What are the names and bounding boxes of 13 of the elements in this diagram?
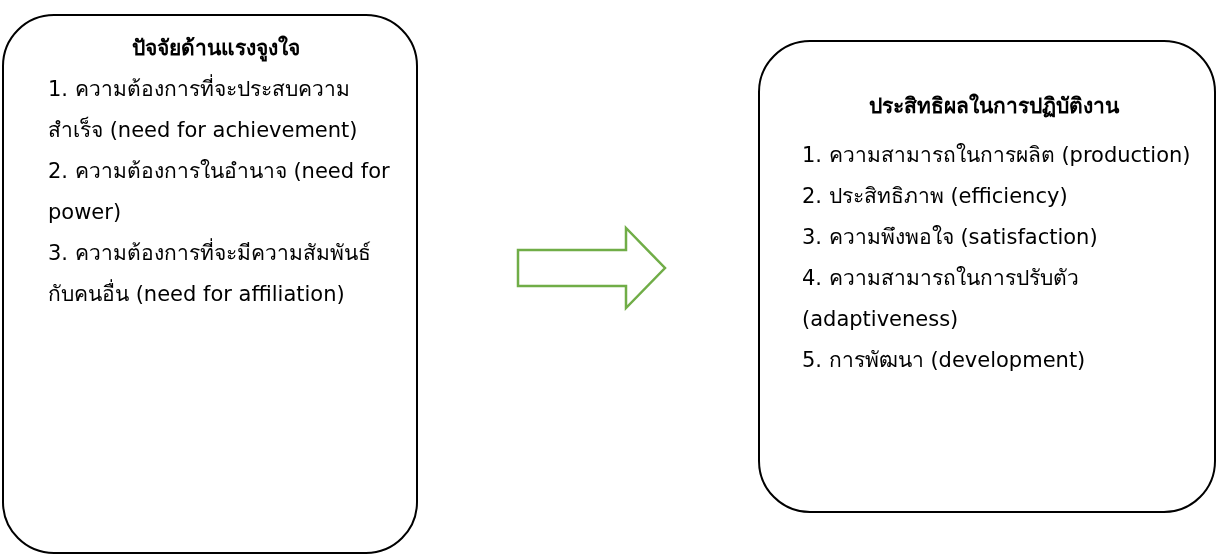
list-item: 4. ความสามารถในการปรับตัว (adaptiveness) [802, 265, 1080, 333]
list-item: 3. ความต้องการที่จะมีความสัมพันธ์กับคนอื่น (need for affiliation) [48, 233, 396, 315]
list-item: 5. การพัฒนา (development) [802, 347, 1087, 374]
rounded-box [2, 14, 418, 554]
rounded-box [758, 40, 1216, 513]
list-item: 1. ความสามารถในการผลิต (production) [802, 142, 1192, 169]
block-arrow [516, 224, 667, 312]
box-heading: ประสิทธิผลในการปฏิบัติงาน [868, 92, 1121, 120]
list-item: 2. ประสิทธิภาพ (efficiency) [802, 183, 1069, 210]
list-item: 2. ความต้องการในอำนาจ (need for power) [48, 158, 391, 226]
box-heading: ปัจจัยด้านแรงจูงใจ [131, 34, 301, 64]
list-item: 3. ความพึงพอใจ (satisfaction) [802, 224, 1099, 251]
list-item: 1. ความต้องการที่จะประสบความสำเร็จ (need for achievement) [48, 69, 396, 151]
